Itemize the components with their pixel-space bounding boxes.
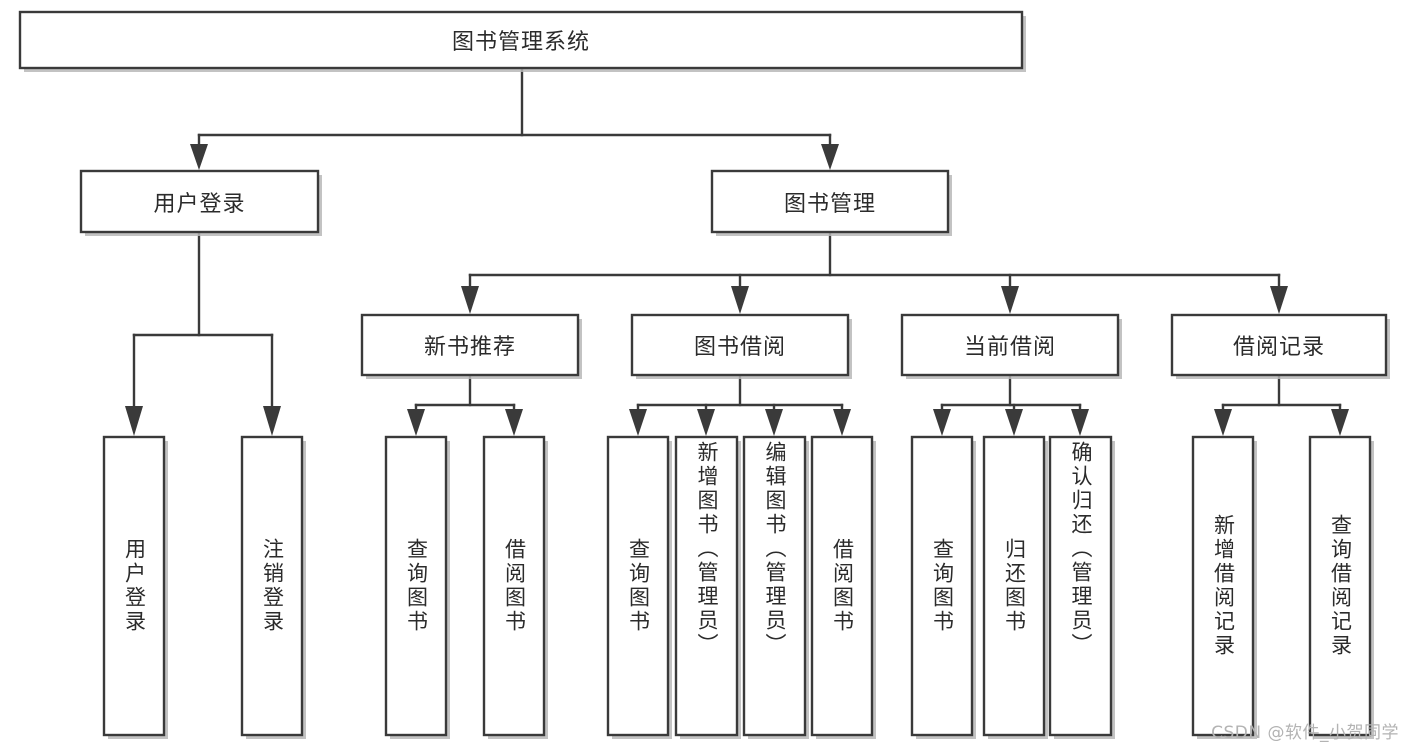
node-box-leaf-logout[interactable] — [240, 435, 304, 737]
arrow-bb-leaf-4 — [833, 409, 851, 436]
node-box-leaf-add-borrow-record[interactable] — [1191, 435, 1255, 737]
node-box-leaf-query-book-recommend[interactable] — [384, 435, 448, 737]
node-box-leaf-query-book-current[interactable] — [910, 435, 974, 737]
node-box-leaf-user-login[interactable] — [102, 435, 166, 737]
arrow-br-leaf-2 — [1331, 409, 1349, 436]
arrow-bb-leaf-2 — [697, 409, 715, 436]
edge-group-borrow-record-to-leaves — [1214, 373, 1349, 436]
arrow-root-to-user-login — [190, 144, 208, 170]
edge-group-user-login-to-leaves — [125, 230, 281, 436]
node-box-book-borrow[interactable] — [630, 313, 850, 377]
node-box-book-management[interactable] — [710, 169, 950, 234]
arrow-bm-current-borrow — [1001, 286, 1019, 314]
arrow-cb-leaf-2 — [1005, 409, 1023, 436]
arrow-nbr-leaf-1 — [407, 409, 425, 436]
arrow-br-leaf-1 — [1214, 409, 1232, 436]
edge-group-current-borrow-to-leaves — [933, 373, 1089, 436]
node-box-borrow-record[interactable] — [1170, 313, 1388, 377]
arrow-nbr-leaf-2 — [505, 409, 523, 436]
arrow-bm-book-borrow — [731, 286, 749, 314]
arrow-user-login-leaf-2 — [263, 406, 281, 436]
node-box-leaf-borrow-book[interactable] — [810, 435, 874, 737]
arrow-cb-leaf-1 — [933, 409, 951, 436]
node-box-leaf-query-book-borrow[interactable] — [606, 435, 670, 737]
node-box-leaf-add-book-admin[interactable] — [674, 435, 739, 737]
arrow-cb-leaf-3 — [1071, 409, 1089, 436]
arrow-bm-borrow-record — [1270, 286, 1288, 314]
arrow-bb-leaf-1 — [629, 409, 647, 436]
edge-group-book-borrow-to-leaves — [629, 373, 851, 436]
node-box-user-login[interactable] — [79, 169, 320, 234]
node-box-leaf-return-book[interactable] — [982, 435, 1046, 737]
edge-group-root-to-level2 — [190, 66, 839, 170]
arrow-bb-leaf-3 — [765, 409, 783, 436]
edge-group-book-management-to-level3 — [461, 230, 1288, 314]
node-box-leaf-borrow-book-recommend[interactable] — [482, 435, 546, 737]
arrow-user-login-leaf-1 — [125, 406, 143, 436]
node-box-leaf-edit-book-admin[interactable] — [742, 435, 807, 737]
arrow-bm-new-book-recommend — [461, 286, 479, 314]
node-box-root[interactable] — [18, 10, 1024, 70]
node-box-leaf-query-borrow-record[interactable] — [1308, 435, 1372, 737]
node-box-current-borrow[interactable] — [900, 313, 1120, 377]
node-boxes — [18, 10, 1390, 739]
arrow-root-to-book-management — [821, 144, 839, 170]
node-box-new-book-recommend[interactable] — [360, 313, 580, 377]
csdn-watermark: CSDN @软件_小贺同学 — [1211, 723, 1399, 743]
edge-group-new-book-recommend-to-leaves — [407, 373, 523, 436]
node-box-leaf-confirm-return-admin[interactable] — [1048, 435, 1113, 737]
